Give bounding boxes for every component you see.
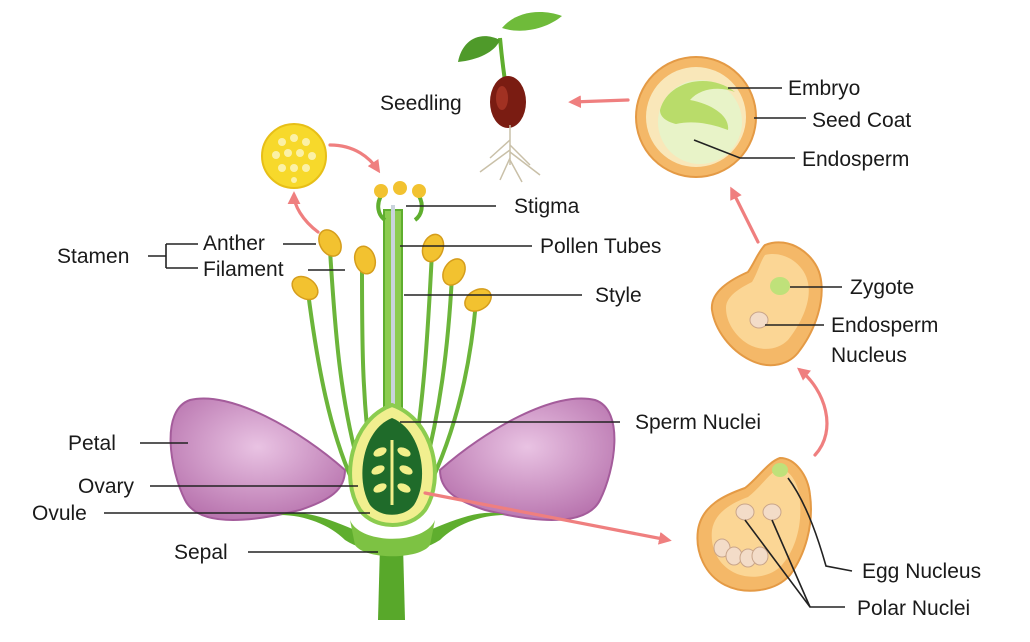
label-filament: Filament xyxy=(203,258,284,281)
arrow-zygote-to-seed xyxy=(730,186,760,244)
leader-lines xyxy=(104,87,853,608)
cycle-arrows xyxy=(287,95,829,545)
labels: Seedling Embryo Seed Coat Endosperm Stig… xyxy=(32,77,981,620)
label-sperm-nuclei: Sperm Nuclei xyxy=(635,411,761,434)
embryo-shape xyxy=(660,80,735,130)
embryo-sac-ovule xyxy=(696,456,812,592)
label-petal: Petal xyxy=(68,432,116,455)
label-embryo: Embryo xyxy=(788,77,860,100)
label-pollen-tubes: Pollen Tubes xyxy=(540,235,661,258)
label-seedling: Seedling xyxy=(380,92,462,115)
pollen-grain xyxy=(261,123,327,189)
petal-left xyxy=(169,397,347,521)
label-seed-coat: Seed Coat xyxy=(812,109,911,132)
petal-right xyxy=(438,397,616,521)
ovules xyxy=(371,440,413,505)
roots xyxy=(479,125,541,183)
arrow-ovary-to-ovule xyxy=(423,491,672,545)
arrow-seed-to-seedling xyxy=(568,95,630,109)
label-stamen: Stamen xyxy=(57,245,129,268)
seedling xyxy=(458,12,562,183)
label-endosperm: Endosperm xyxy=(802,148,909,171)
label-egg-nucleus: Egg Nucleus xyxy=(862,560,981,583)
label-ovary: Ovary xyxy=(78,475,135,498)
label-stigma: Stigma xyxy=(514,195,580,218)
label-zygote: Zygote xyxy=(850,276,914,299)
antipodal-cells xyxy=(713,538,769,568)
arrow-pollen-to-stigma xyxy=(328,143,381,174)
stigma xyxy=(374,181,426,222)
arrow-anther-to-pollen xyxy=(287,191,320,234)
label-anther: Anther xyxy=(203,232,265,255)
label-sepal: Sepal xyxy=(174,541,228,564)
flower-stem xyxy=(378,545,405,620)
receptacle xyxy=(350,520,435,557)
seed xyxy=(635,56,757,178)
flower xyxy=(169,181,616,620)
arrow-ovule-to-zygote xyxy=(797,367,829,457)
label-endosperm-nucleus-line1: Endosperm xyxy=(831,314,938,337)
label-ovule: Ovule xyxy=(32,502,87,525)
label-style: Style xyxy=(595,284,642,307)
label-endosperm-nucleus-line2: Nucleus xyxy=(831,344,907,367)
label-polar-nuclei: Polar Nuclei xyxy=(857,597,970,620)
zygote-ovule xyxy=(710,241,823,367)
